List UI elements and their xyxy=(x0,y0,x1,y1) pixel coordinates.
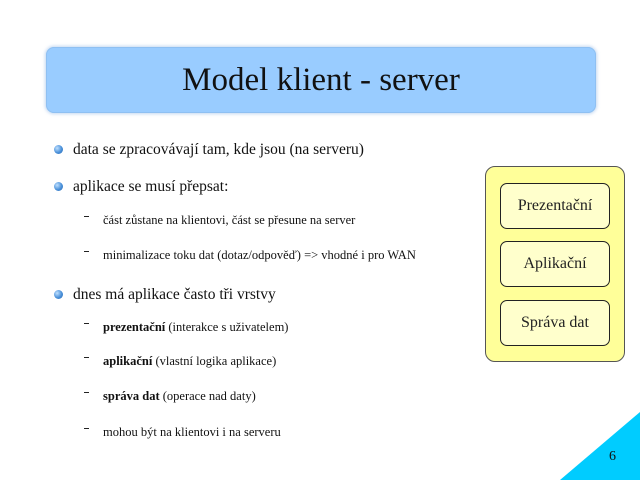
dash-icon xyxy=(84,215,89,217)
layer-box-data-management: Správa dat xyxy=(500,300,610,346)
bullet-dot-icon xyxy=(54,182,63,192)
bold-term: prezentační xyxy=(103,320,166,334)
dash-icon xyxy=(84,356,89,358)
sub-bullet-item: minimalizace toku dat (dotaz/odpověď) =>… xyxy=(84,249,416,262)
bullet-item: aplikace se musí přepsat: xyxy=(54,179,228,195)
bullet-dot-icon xyxy=(54,290,63,300)
dash-icon xyxy=(84,322,89,324)
page-number: 6 xyxy=(609,449,616,464)
sub-bullet-text: aplikační (vlastní logika aplikace) xyxy=(103,355,276,368)
term-description: (interakce s uživatelem) xyxy=(165,320,289,334)
bullet-text: aplikace se musí přepsat: xyxy=(73,178,229,195)
bullet-item: dnes má aplikace často tři vrstvy xyxy=(54,287,276,303)
sub-bullet-text: mohou být na klientovi i na serveru xyxy=(103,425,281,439)
sub-bullet-item: prezentační (interakce s uživatelem) xyxy=(84,321,288,334)
bold-term: správa dat xyxy=(103,389,160,403)
bold-term: aplikační xyxy=(103,354,153,368)
term-description: (operace nad daty) xyxy=(159,389,256,403)
sub-bullet-item: část zůstane na klientovi, část se přesu… xyxy=(84,214,355,227)
sub-bullet-item: správa dat (operace nad daty) xyxy=(84,390,256,403)
bullet-dot-icon xyxy=(54,145,63,155)
layer-box-presentation: Prezentační xyxy=(500,183,610,229)
bullet-item: data se zpracovávají tam, kde jsou (na s… xyxy=(54,142,364,158)
term-description: (vlastní logika aplikace) xyxy=(152,354,277,368)
sub-bullet-text: prezentační (interakce s uživatelem) xyxy=(103,321,288,334)
sub-bullet-text: správa dat (operace nad daty) xyxy=(103,390,256,403)
sub-bullet-text: minimalizace toku dat (dotaz/odpověď) =>… xyxy=(103,248,416,262)
dash-icon xyxy=(84,427,89,429)
sub-bullet-item: aplikační (vlastní logika aplikace) xyxy=(84,355,276,368)
slide-title: Model klient - server xyxy=(182,61,460,98)
layer-box-application: Aplikační xyxy=(500,241,610,287)
bullet-text: data se zpracovávají tam, kde jsou (na s… xyxy=(73,141,364,158)
dash-icon xyxy=(84,391,89,393)
layers-diagram: Prezentační Aplikační Správa dat xyxy=(485,166,625,362)
sub-bullet-text: část zůstane na klientovi, část se přesu… xyxy=(103,213,356,227)
bullet-text: dnes má aplikace často tři vrstvy xyxy=(73,286,276,303)
slide-title-box: Model klient - server xyxy=(46,47,596,113)
dash-icon xyxy=(84,250,89,252)
sub-bullet-item: mohou být na klientovi i na serveru xyxy=(84,426,281,439)
corner-decoration xyxy=(560,412,640,480)
